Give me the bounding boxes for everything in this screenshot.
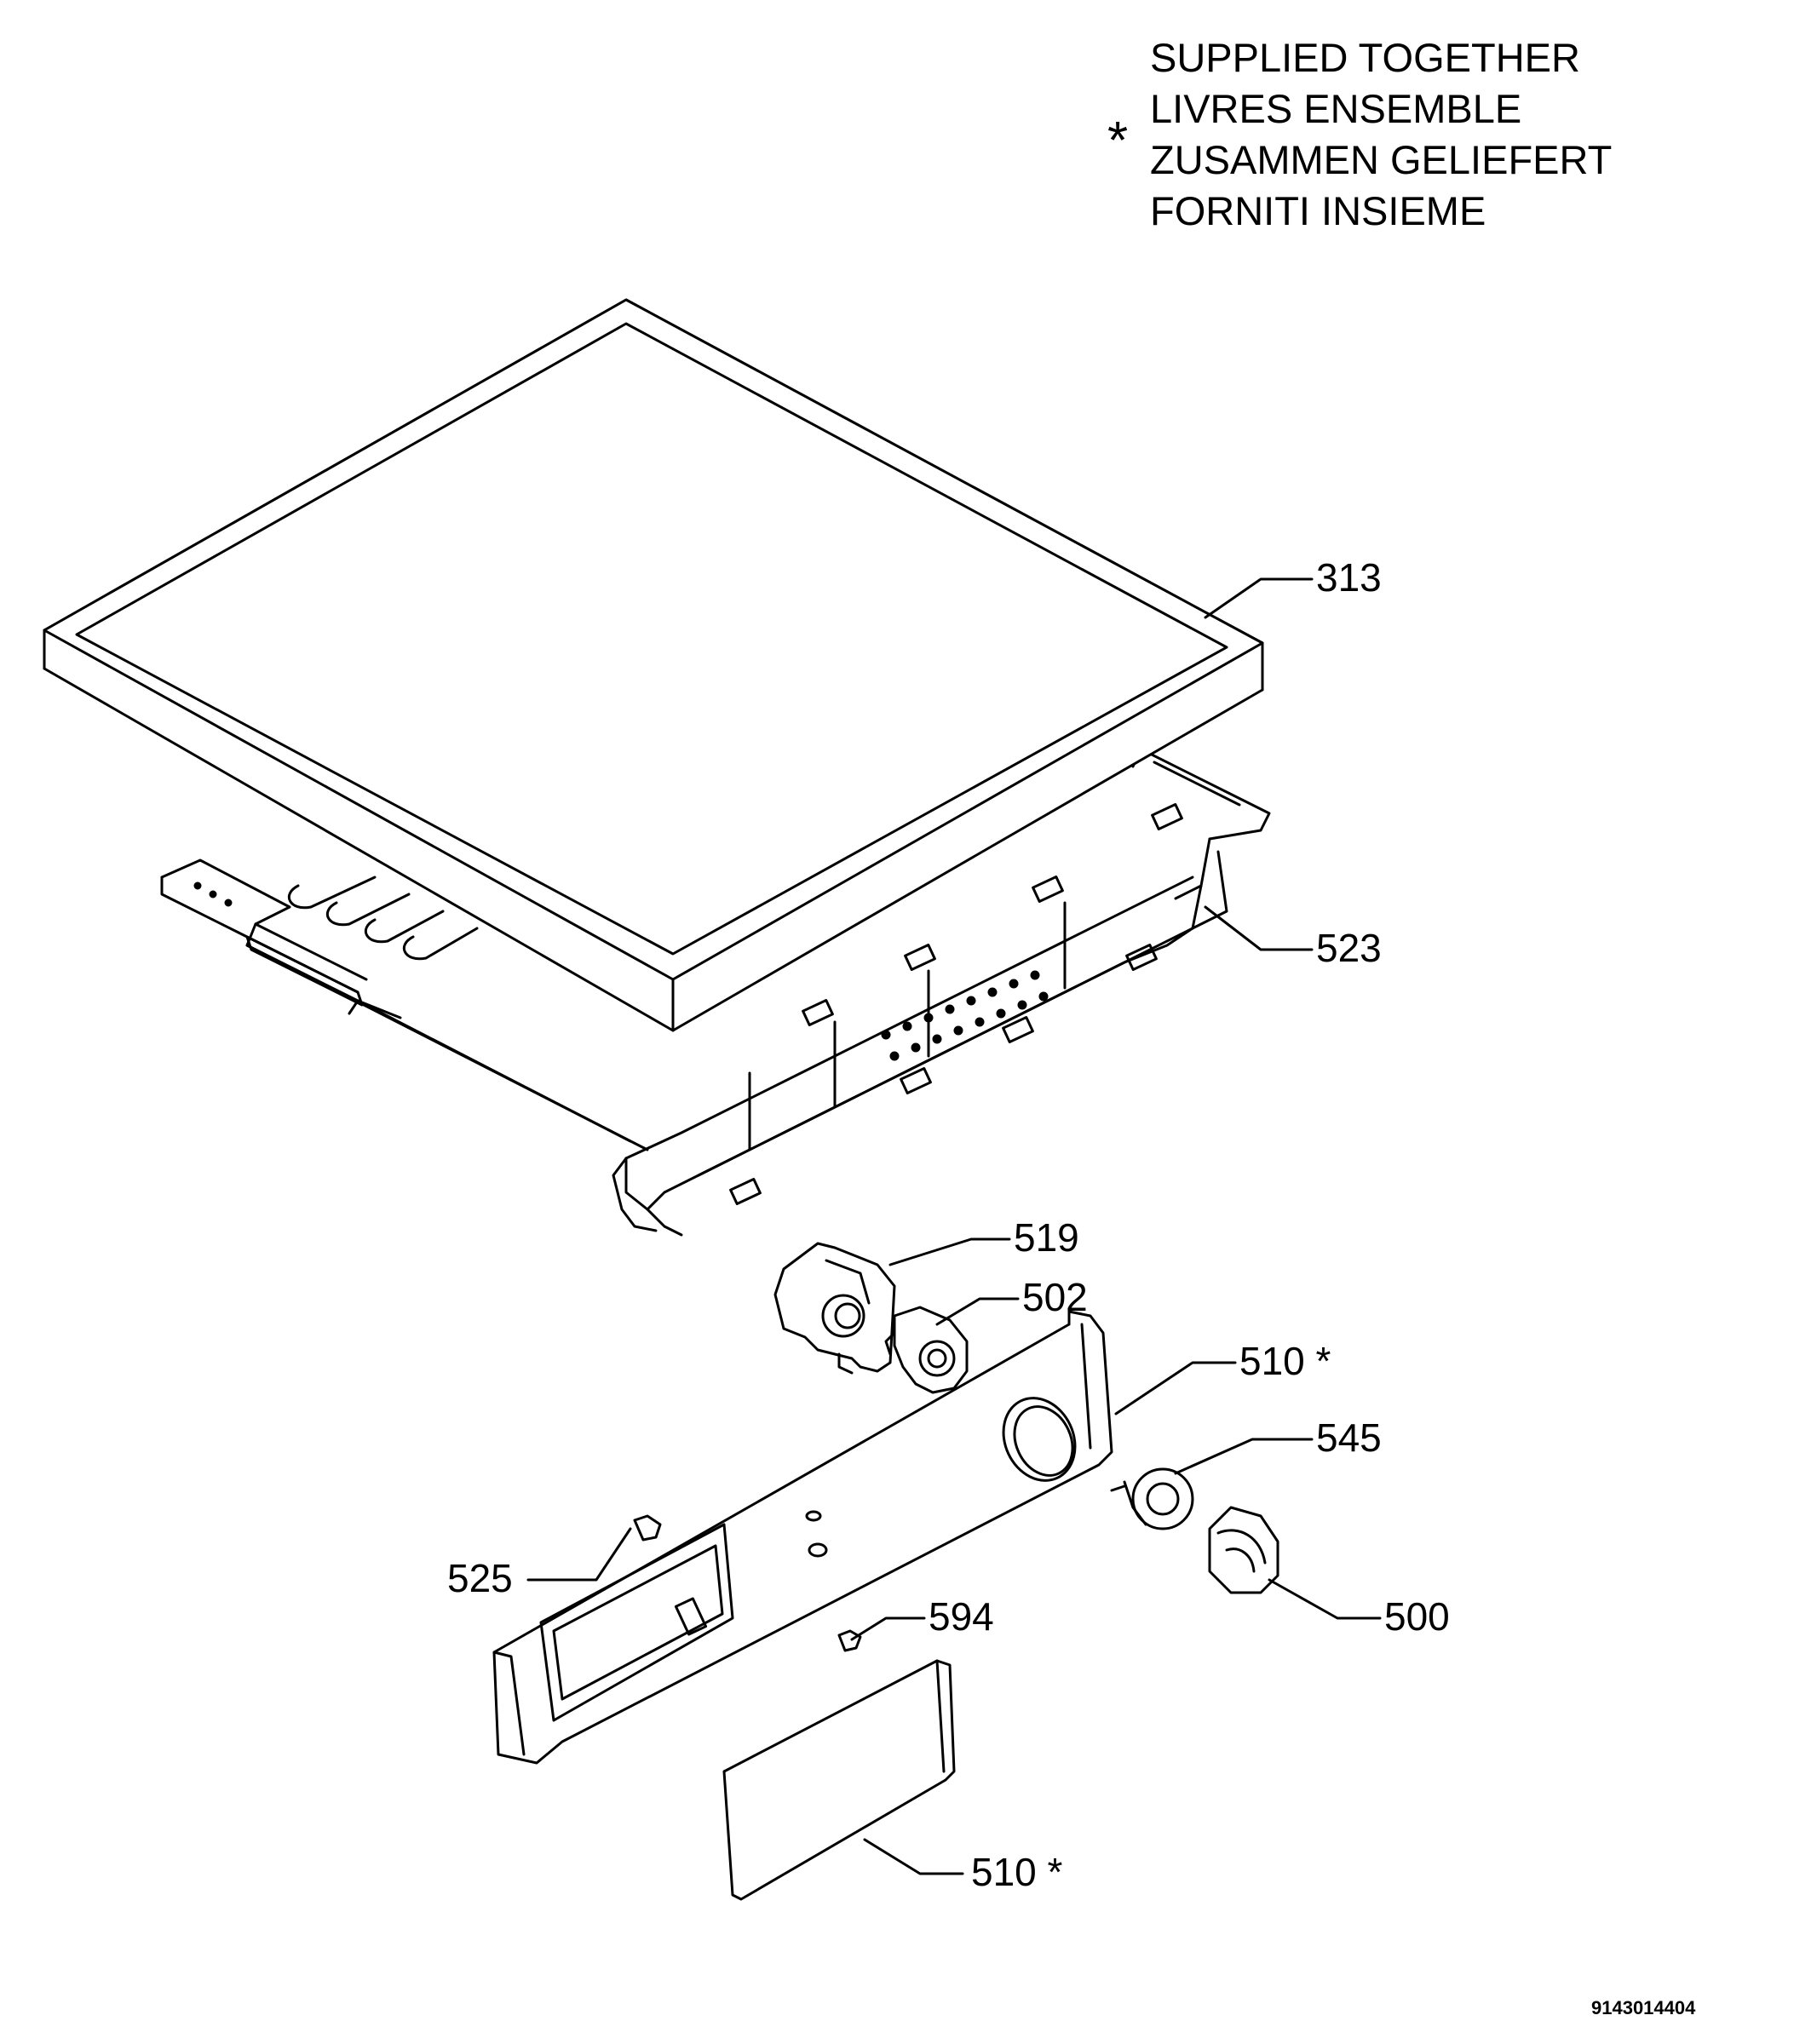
legend: SUPPLIED TOGETHER LIVRES ENSEMBLE ZUSAMM… <box>1150 32 1612 237</box>
control-panel-510 <box>492 1310 1113 1765</box>
callout-313: 313 <box>1316 555 1382 600</box>
bracket-519 <box>773 1242 896 1375</box>
vent-holes <box>881 970 1049 1061</box>
callout-525: 525 <box>447 1556 513 1600</box>
callout-510-panel: 510 * <box>1239 1339 1331 1383</box>
callout-500: 500 <box>1384 1594 1450 1639</box>
callout-510-handle: 510 * <box>971 1850 1063 1894</box>
support-frame-523 <box>160 748 1271 1237</box>
callout-519: 519 <box>1014 1215 1079 1260</box>
legend-line-fr: LIVRES ENSEMBLE <box>1150 86 1522 131</box>
lens-594 <box>837 1629 862 1652</box>
lamp-holder-502 <box>884 1306 969 1394</box>
callout-594: 594 <box>929 1594 994 1639</box>
legend-line-en: SUPPLIED TOGETHER <box>1150 35 1580 80</box>
dispenser-handle-510 <box>722 1659 956 1901</box>
worktop-313 <box>43 298 1264 1032</box>
callout-502: 502 <box>1022 1275 1088 1319</box>
selector-545 <box>1110 1467 1194 1530</box>
legend-line-it: FORNITI INSIEME <box>1150 188 1486 233</box>
callout-523: 523 <box>1316 926 1382 970</box>
legend-line-de: ZUSAMMEN GELIEFERT <box>1150 137 1613 182</box>
reference-number: 9143014404 <box>1591 1997 1696 2018</box>
leader-lines <box>526 577 1382 1875</box>
callout-545: 545 <box>1316 1415 1382 1460</box>
knob-500 <box>1208 1506 1279 1594</box>
indicator-525 <box>633 1514 662 1542</box>
legend-asterisk: * <box>1107 112 1129 170</box>
